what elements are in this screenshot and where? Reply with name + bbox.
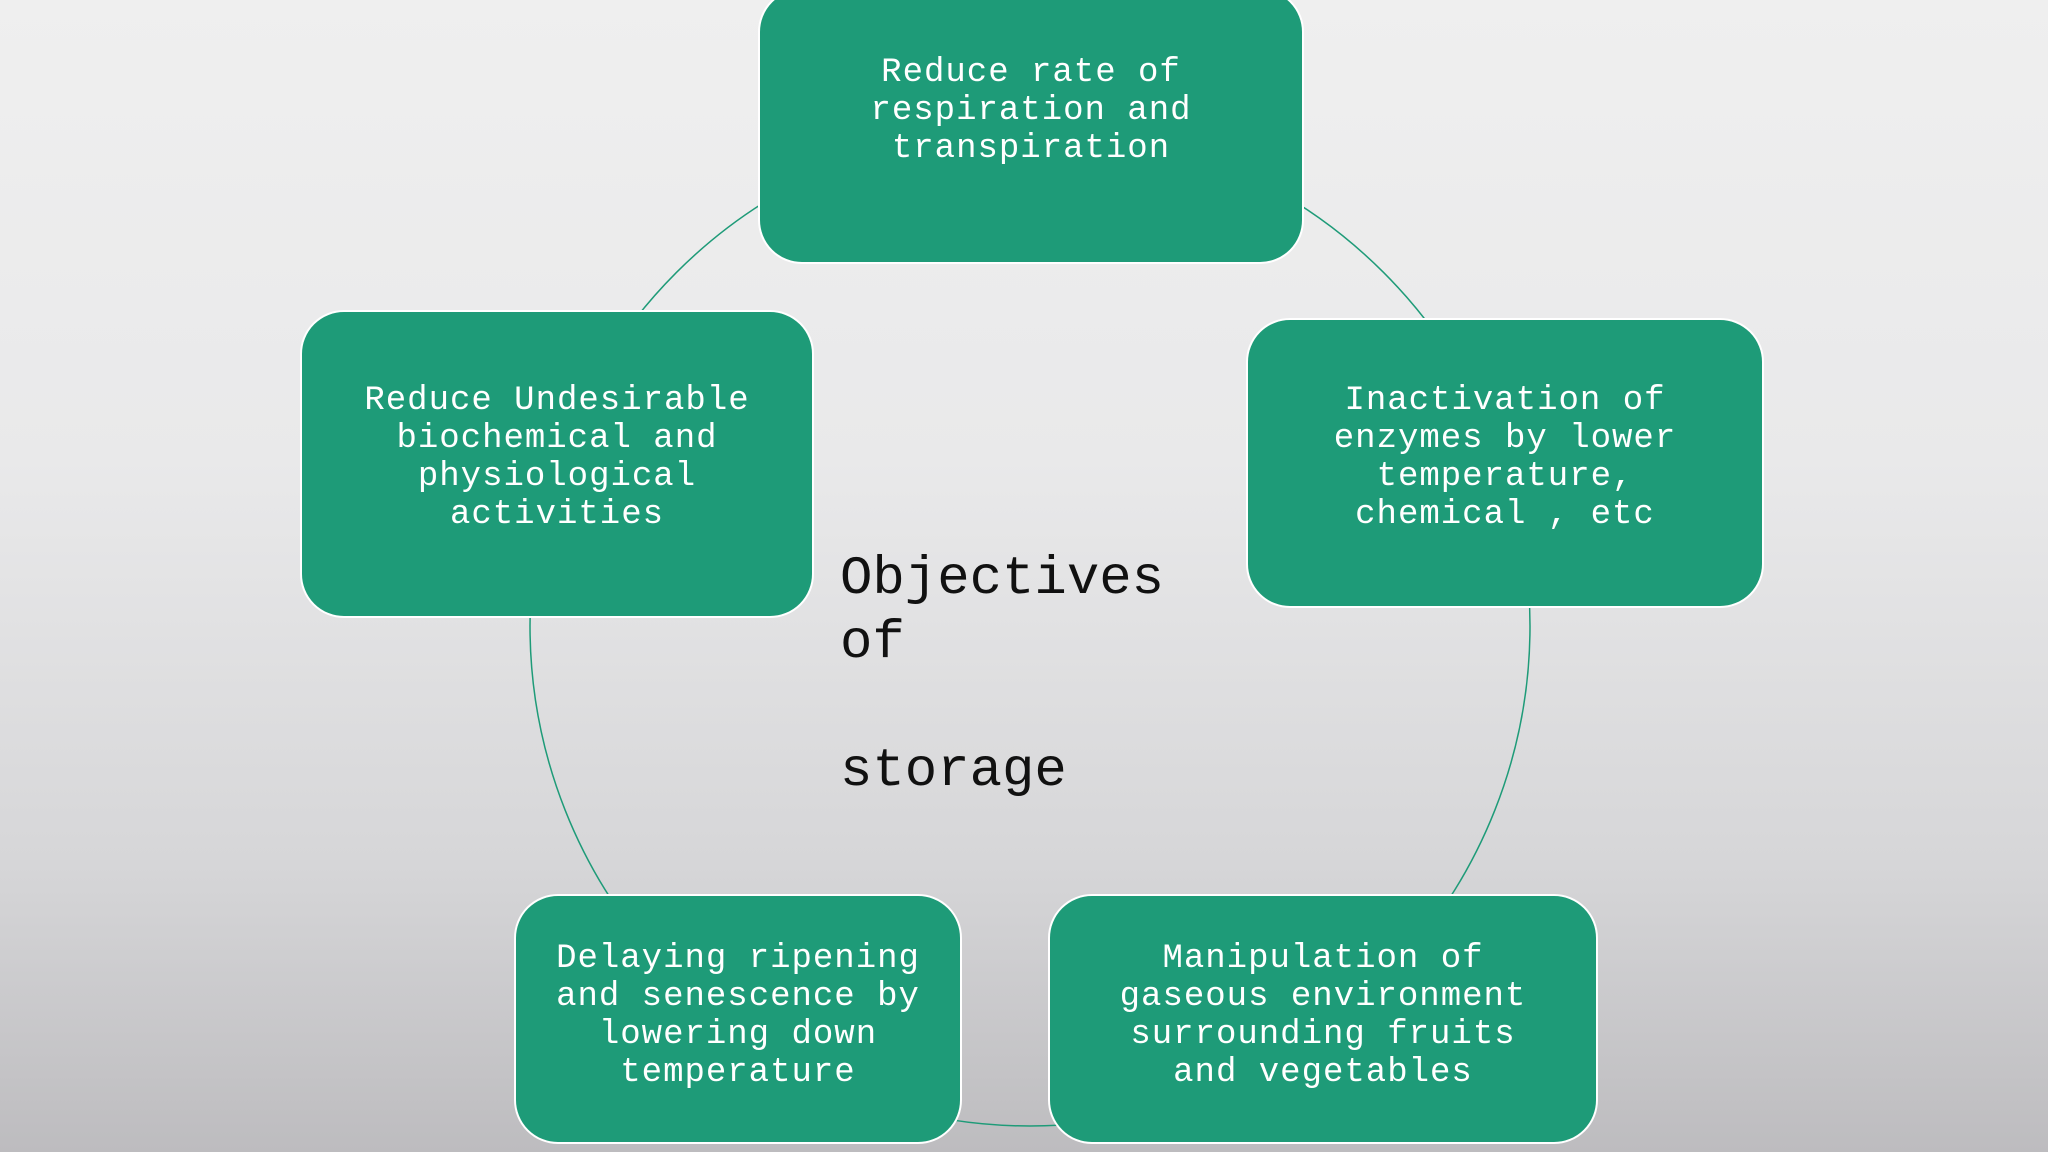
cycle-node-label: Reduce rate of respiration and transpira… [870, 54, 1192, 168]
cycle-node-gaseous-environment: Manipulation of gaseous environment surr… [1048, 894, 1598, 1144]
cycle-node-undesirable-activities: Reduce Undesirable biochemical and physi… [300, 310, 814, 618]
cycle-node-enzymes: Inactivation of enzymes by lower tempera… [1246, 318, 1764, 608]
cycle-node-label: Reduce Undesirable biochemical and physi… [364, 382, 750, 534]
cycle-node-respiration: Reduce rate of respiration and transpira… [758, 0, 1304, 264]
center-title: Objectives of storage [840, 549, 1165, 802]
cycle-node-ripening: Delaying ripening and senescence by lowe… [514, 894, 962, 1144]
cycle-node-label: Delaying ripening and senescence by lowe… [556, 940, 920, 1092]
cycle-node-label: Inactivation of enzymes by lower tempera… [1333, 382, 1677, 534]
cycle-node-label: Manipulation of gaseous environment surr… [1119, 940, 1527, 1092]
